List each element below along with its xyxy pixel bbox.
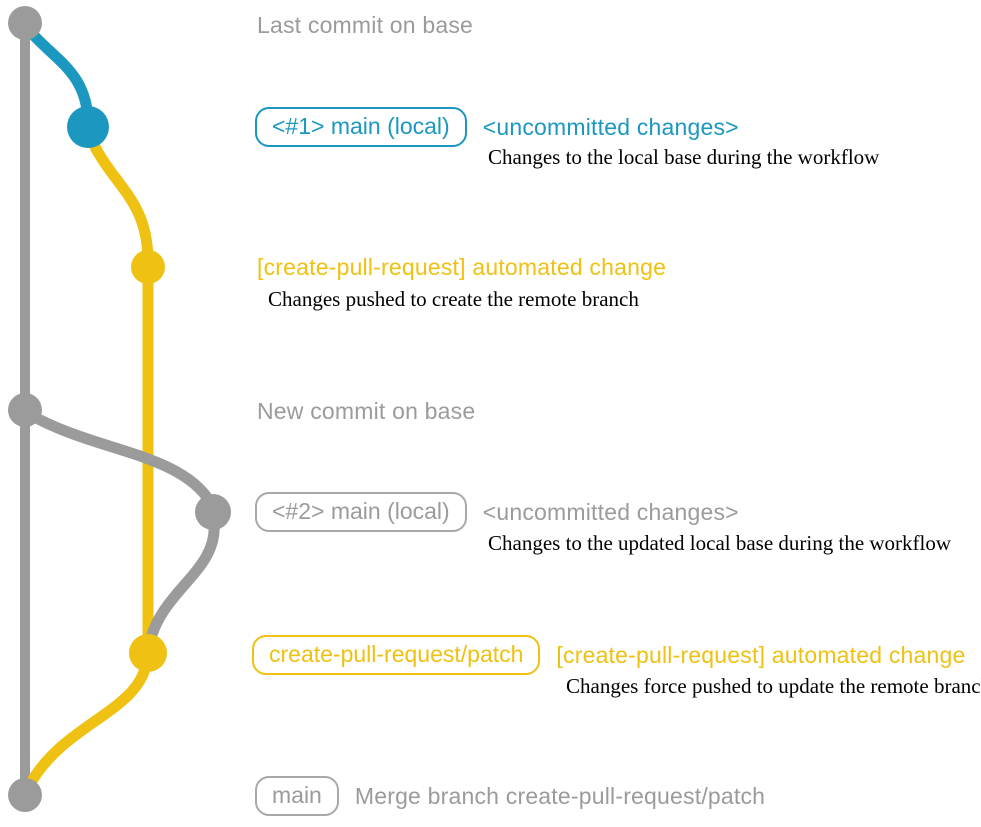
commit-dot-main-local-1 <box>67 106 109 148</box>
description-uncommitted-1: Changes to the local base during the wor… <box>488 145 880 169</box>
annotation-merge: main Merge branch create-pull-request/pa… <box>255 776 766 817</box>
annotation-last-commit: Last commit on base <box>257 12 473 39</box>
description-automated-change-2: Changes force pushed to update the remot… <box>566 674 981 698</box>
annotation-automated-change-1: [create-pull-request] automated change <box>257 254 666 281</box>
commit-dot-patch-1 <box>131 250 165 284</box>
branch-badge-main-local-2: <#2> main (local) <box>255 492 467 533</box>
automated-change-2-label: [create-pull-request] automated change <box>556 641 966 668</box>
merge-message-label: Merge branch create-pull-request/patch <box>354 782 766 809</box>
branch-badge-patch: create-pull-request/patch <box>252 635 541 676</box>
commit-dot-main-local-2 <box>195 494 231 530</box>
last-commit-label: Last commit on base <box>257 12 474 38</box>
uncommitted-changes-1-label: <uncommitted changes> <box>482 113 739 140</box>
description-uncommitted-2: Changes to the updated local base during… <box>488 531 952 555</box>
new-commit-label: New commit on base <box>257 398 476 424</box>
commit-dot-patch-2 <box>129 634 167 672</box>
commit-dot-last-base <box>8 6 42 40</box>
annotation-new-commit: New commit on base <box>257 398 475 425</box>
uncommitted-changes-2-label: <uncommitted changes> <box>482 498 739 525</box>
annotation-patch-branch: create-pull-request/patch [create-pull-r… <box>252 635 966 676</box>
main2-to-patch-curve <box>143 517 220 652</box>
branch-badge-main-local-1: <#1> main (local) <box>255 107 467 148</box>
commit-dot-merge <box>8 778 42 812</box>
branch-badge-main: main <box>255 776 339 817</box>
patch-merge-curve <box>22 652 153 794</box>
automated-change-1-label: [create-pull-request] automated change <box>257 254 667 280</box>
commit-dot-new-base <box>8 393 42 427</box>
patch-branch-upper-curve <box>82 126 154 656</box>
annotation-main-local-2: <#2> main (local) <uncommitted changes> <box>255 492 739 533</box>
base-to-main2-curve <box>23 408 217 509</box>
description-automated-change-1: Changes pushed to create the remote bran… <box>268 287 639 311</box>
annotation-main-local-1: <#1> main (local) <uncommitted changes> <box>255 107 739 148</box>
